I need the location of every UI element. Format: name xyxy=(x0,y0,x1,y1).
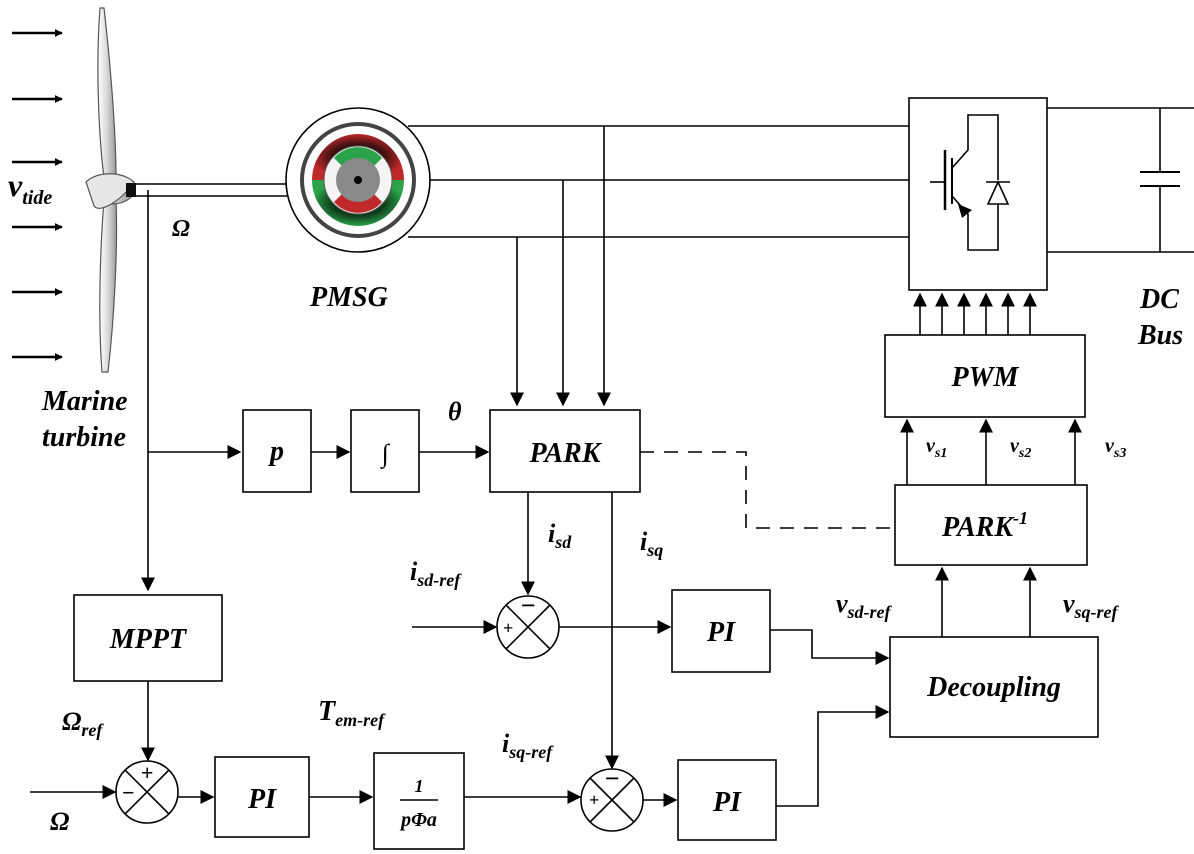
pi-q-label: PI xyxy=(712,787,742,818)
marine-label-line1: Marine xyxy=(41,386,128,417)
minus-sign-d: − xyxy=(520,591,536,620)
pwm-block xyxy=(884,334,1086,418)
park-block xyxy=(489,409,641,493)
park-inverse-label: PARK-1 xyxy=(941,508,1028,543)
omega-ref-label: Ωref xyxy=(62,707,104,740)
omega-shaft-label: Ω xyxy=(172,216,190,242)
pi-d-block xyxy=(671,589,771,673)
mppt-block xyxy=(73,594,223,682)
park-label: PARK xyxy=(528,438,602,469)
plus-sign-q: + xyxy=(589,790,599,810)
park-inverse-block xyxy=(894,484,1088,566)
p-label: p xyxy=(268,436,284,467)
vsd-ref-label: vsd-ref xyxy=(836,589,893,622)
minus-sign-speed-left: − xyxy=(121,780,134,805)
vs1-label: vs1 xyxy=(926,435,947,461)
marine-label-line2: turbine xyxy=(42,422,126,453)
decoupling-block xyxy=(889,636,1099,738)
tide-arrows xyxy=(12,29,63,361)
mppt-label: MPPT xyxy=(109,624,188,655)
vs3-label: vs3 xyxy=(1105,435,1126,461)
vsq-ref-label: vsq-ref xyxy=(1063,589,1120,622)
integrator-block xyxy=(350,409,420,493)
pwm-label: PWM xyxy=(951,362,1020,393)
pi-q-block xyxy=(677,759,777,841)
isd-label: isd xyxy=(548,519,572,552)
dc-bus xyxy=(1047,107,1194,253)
theta-label: θ xyxy=(448,397,462,426)
pole-pairs-block xyxy=(242,409,312,493)
minus-sign-q: − xyxy=(604,764,620,793)
dc-label-line2: Bus xyxy=(1137,320,1183,351)
omega-input-label: Ω xyxy=(50,807,69,836)
integrator-label: ∫ xyxy=(380,439,390,469)
torque-gain-block xyxy=(373,752,465,850)
pmsg-label: PMSG xyxy=(309,282,388,313)
gain-numerator: 1 xyxy=(415,776,424,796)
dc-label-line1: DC xyxy=(1139,284,1179,315)
decoupling-label: Decoupling xyxy=(926,672,1061,703)
tem-ref-label: Tem-ref xyxy=(318,696,386,730)
pi-d-label: PI xyxy=(706,617,736,648)
isd-ref-label: isd-ref xyxy=(410,557,462,590)
isq-label: isq xyxy=(640,527,663,560)
power-converter xyxy=(908,97,1048,291)
marine-turbine-icon xyxy=(85,7,136,373)
v-tide-label: vtide xyxy=(8,167,52,209)
gain-denominator: pΦa xyxy=(399,809,437,831)
plus-sign-d: + xyxy=(503,618,513,638)
pwm-gate-arrows xyxy=(913,292,1037,335)
isq-ref-label: isq-ref xyxy=(502,729,554,762)
pmsg-generator-icon xyxy=(285,107,431,253)
vs2-label: vs2 xyxy=(1010,435,1031,461)
pi-speed-block xyxy=(214,756,310,838)
pi-speed-label: PI xyxy=(247,784,277,815)
plus-sign-speed-top: + xyxy=(141,760,154,785)
